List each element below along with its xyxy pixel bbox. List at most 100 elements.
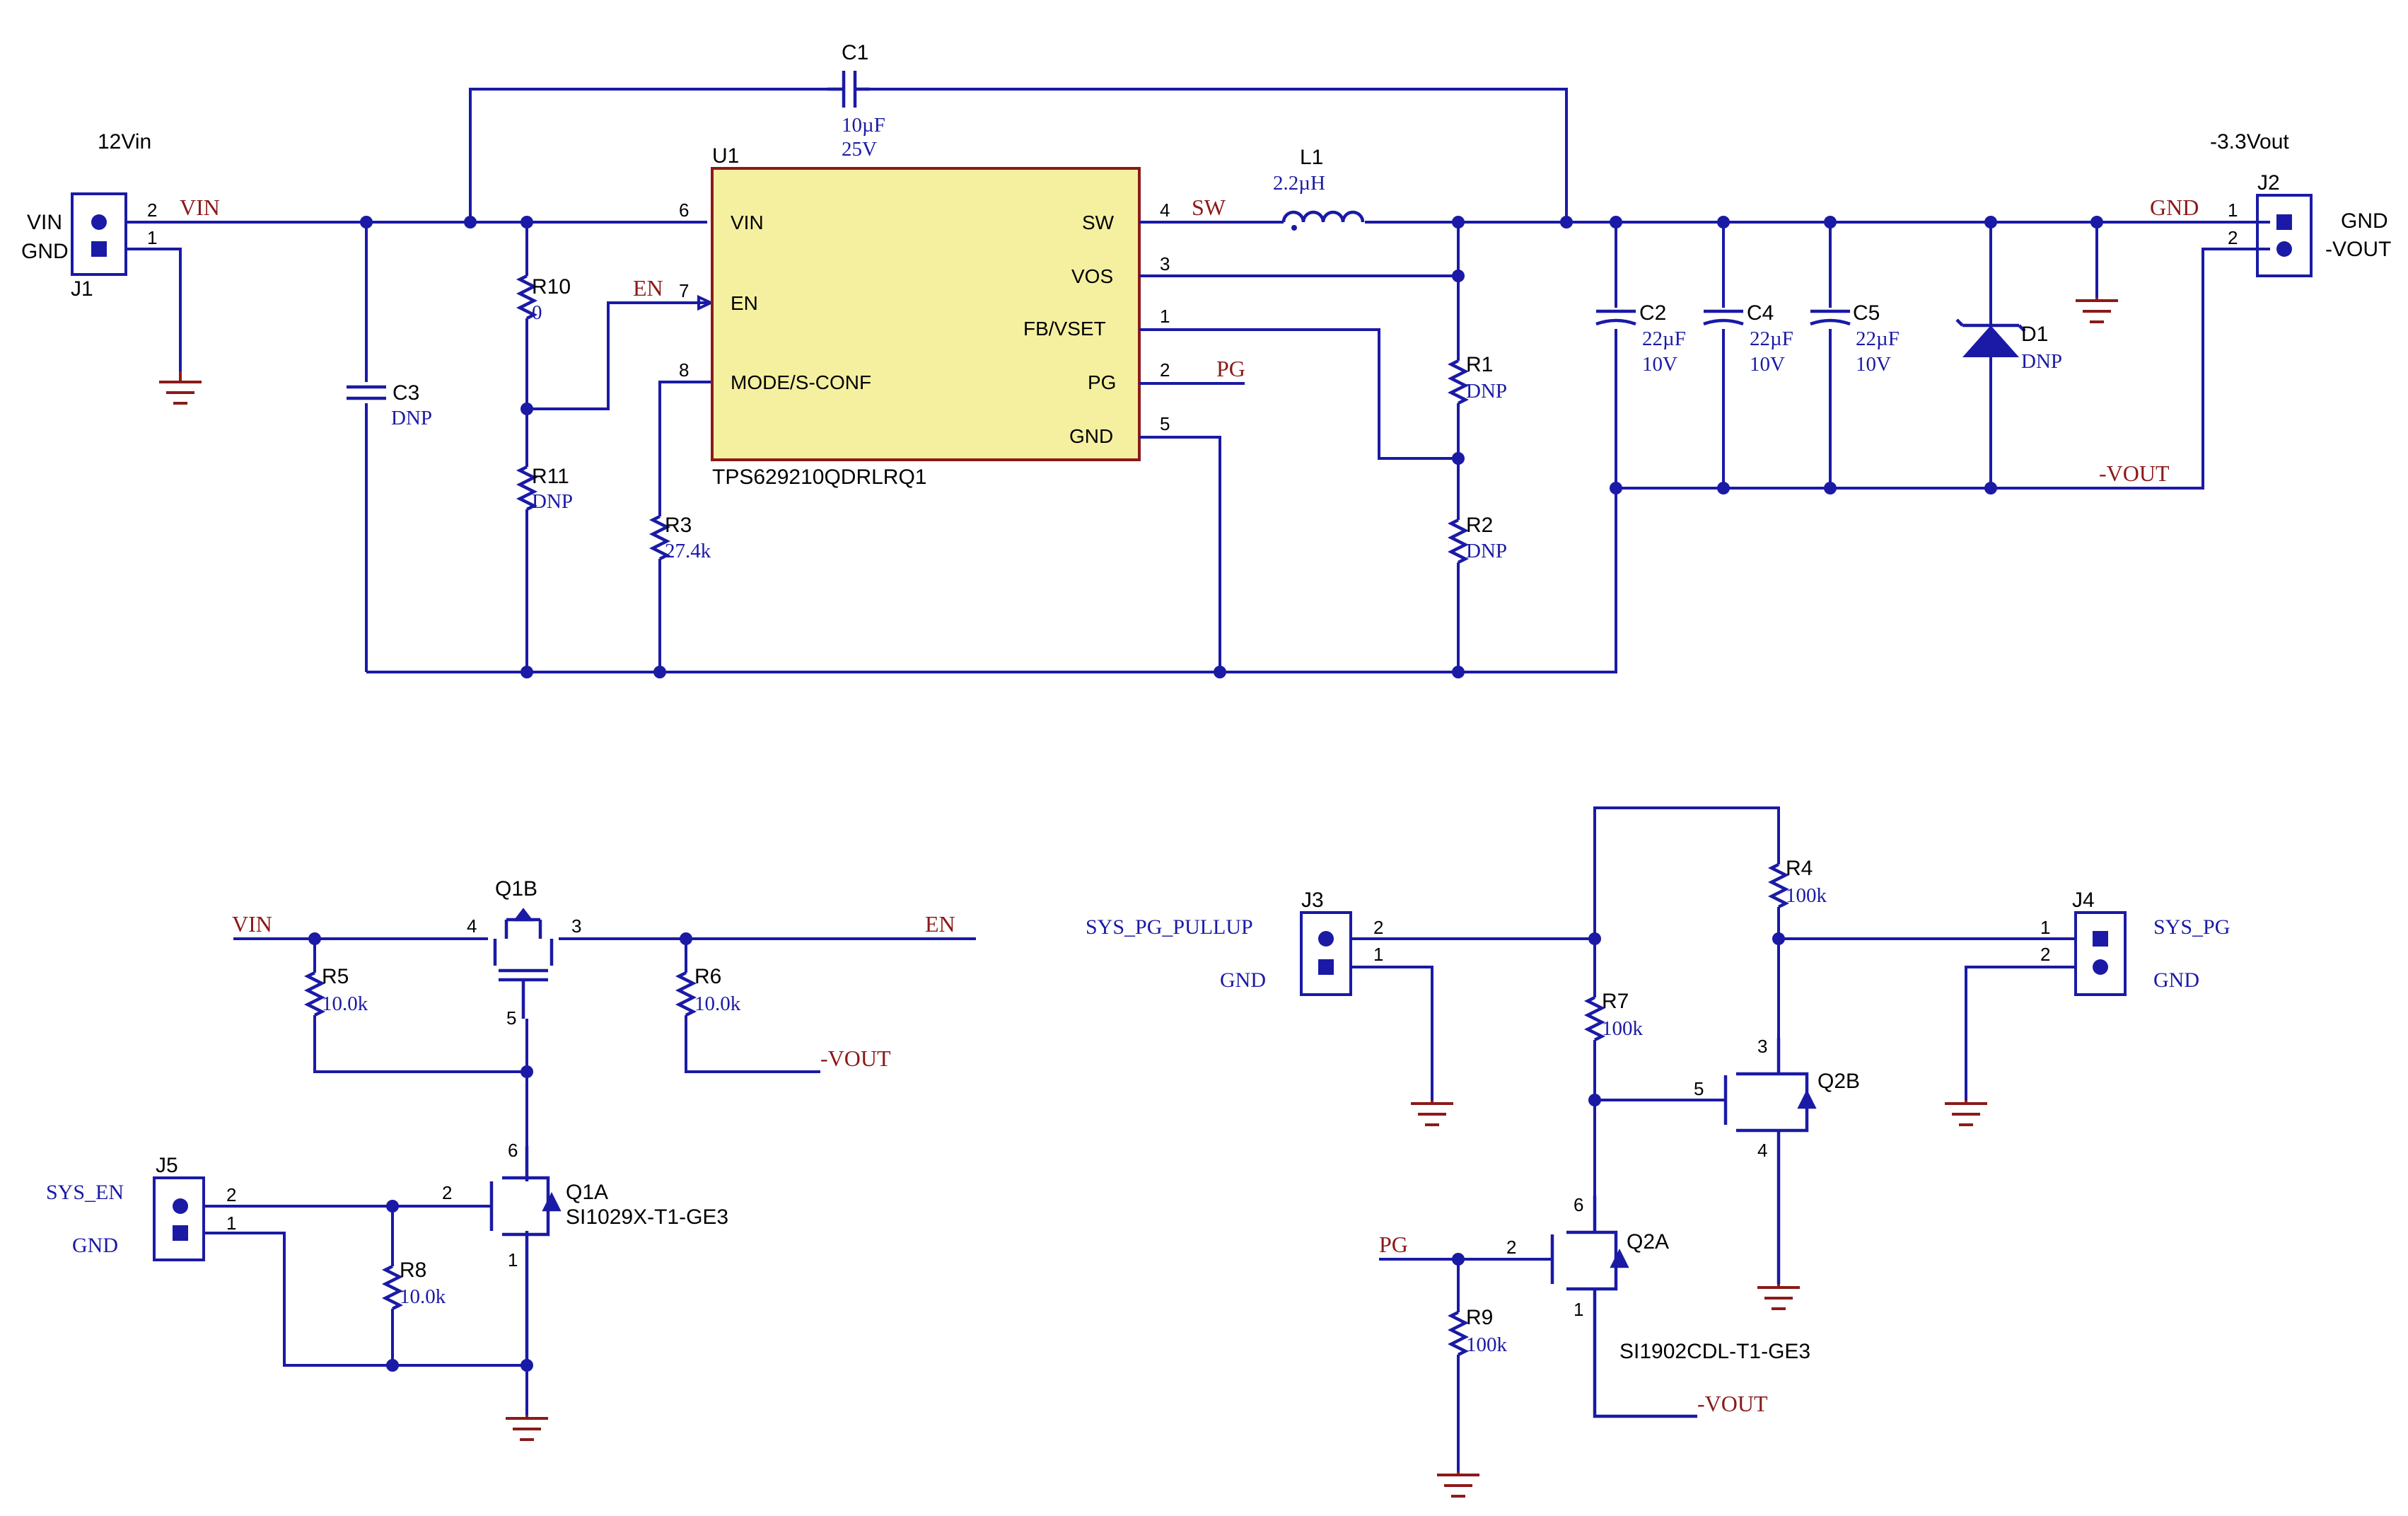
pg-net-label: PG	[1216, 356, 1245, 381]
resistor-r10[interactable]	[516, 274, 538, 320]
r5-ref: R5	[322, 965, 349, 988]
q1b-pin5: 5	[506, 1007, 516, 1029]
d1-ref: D1	[2021, 323, 2048, 346]
c1-value: 10µF	[842, 114, 885, 137]
mosfet-q2b[interactable]	[1723, 1038, 1817, 1284]
j5-gnd-label: GND	[72, 1234, 118, 1257]
mosfet-q1a[interactable]	[489, 1146, 562, 1365]
c5-value: 22µF	[1856, 328, 1900, 350]
connector-j3[interactable]: J3 SYS_PG_PULLUP GND	[1086, 889, 1352, 996]
q2a-pin2: 2	[1506, 1237, 1516, 1258]
j2-vout-label: -VOUT	[2325, 238, 2391, 261]
q1b-ref: Q1B	[495, 877, 537, 901]
resistor-r6[interactable]	[675, 971, 697, 1017]
r11-ref: R11	[532, 465, 569, 488]
j4-pin1-num: 1	[2040, 917, 2050, 938]
j2-pin2-num: 2	[2228, 227, 2238, 248]
capacitor-c5[interactable]	[1810, 309, 1851, 326]
resistor-r2[interactable]	[1447, 518, 1470, 565]
c3-value: DNP	[391, 407, 432, 429]
j3-pin1-num: 1	[1373, 944, 1383, 965]
j3-ref: J3	[1301, 889, 1324, 912]
resistor-r1[interactable]	[1447, 359, 1470, 405]
q1a-pin2: 2	[442, 1182, 452, 1203]
j4-ref: J4	[2072, 889, 2095, 912]
ic-u1-ref: U1	[712, 144, 739, 168]
resistor-r4[interactable]	[1767, 862, 1790, 909]
ic-pin-mode: MODE/S-CONF	[731, 371, 871, 393]
c1-wire	[469, 88, 1568, 222]
j4-gnd-label: GND	[2153, 968, 2199, 992]
r9-ref: R9	[1466, 1306, 1493, 1329]
ic-u1-body[interactable]	[711, 167, 1141, 461]
c5-voltage: 10V	[1856, 353, 1891, 376]
connector-j5[interactable]: J5 SYS_EN GND	[46, 1154, 205, 1261]
resistor-r3[interactable]	[648, 514, 671, 561]
j5-wires	[204, 1205, 528, 1415]
inductor-l1[interactable]	[1281, 210, 1365, 223]
l1-ref: L1	[1300, 146, 1323, 169]
q1a-part: SI1029X-T1-GE3	[566, 1205, 728, 1229]
resistor-r11[interactable]	[516, 465, 538, 511]
input-voltage-note: 12Vin	[98, 130, 151, 154]
resistor-r5[interactable]	[303, 971, 326, 1017]
c1-ref: C1	[842, 41, 868, 64]
pg-input-wires	[1379, 1258, 1552, 1471]
j5-sys-en-label: SYS_EN	[46, 1181, 124, 1204]
ic-pin-fb: FB/VSET	[1023, 318, 1106, 340]
output-voltage-note: -3.3Vout	[2210, 130, 2289, 154]
j1-vin-label: VIN	[27, 211, 62, 234]
r7-value: 100k	[1602, 1017, 1644, 1040]
ic-pin-en: EN	[731, 292, 758, 314]
r3-value: 27.4k	[665, 540, 711, 562]
en-divider-wire	[525, 222, 711, 672]
j3-pin2-num: 2	[1373, 917, 1383, 938]
j1-ref: J1	[71, 277, 93, 301]
q2a-vout-label: -VOUT	[1697, 1391, 1768, 1416]
ic-pin-vos: VOS	[1071, 265, 1113, 287]
r4-ref: R4	[1786, 857, 1813, 880]
c2-ref: C2	[1639, 301, 1666, 325]
ground-symbol	[1945, 1100, 1987, 1126]
capacitor-c2[interactable]	[1595, 309, 1636, 326]
q2b-pin3: 3	[1757, 1036, 1767, 1057]
capacitor-c3[interactable]	[347, 385, 386, 400]
capacitor-c1[interactable]	[827, 71, 870, 108]
q1a-pin1: 1	[508, 1249, 518, 1271]
out-cap-wires	[1615, 222, 1832, 488]
ground-symbol	[1411, 1100, 1453, 1126]
r7-ref: R7	[1602, 990, 1629, 1013]
r10-value: 0	[532, 301, 542, 324]
ic-pinnum-7: 7	[679, 280, 689, 301]
j5-ref: J5	[156, 1154, 178, 1177]
j4-sys-pg-label: SYS_PG	[2153, 915, 2230, 939]
mosfet-q1b[interactable]	[493, 908, 554, 1019]
c3-ref: C3	[392, 381, 419, 405]
junction-dots	[308, 216, 2103, 1372]
connector-j4[interactable]: J4 SYS_PG GND	[2072, 889, 2230, 996]
connector-j2[interactable]: J2 GND -VOUT	[2256, 171, 2391, 277]
diode-d1[interactable]	[1955, 318, 2026, 357]
ic-pin-pg: PG	[1088, 371, 1116, 393]
j1-pin1-num: 1	[147, 227, 157, 248]
j3-pullup-label: SYS_PG_PULLUP	[1086, 915, 1253, 939]
r11-value: DNP	[532, 490, 573, 513]
gnd-net-label: GND	[2150, 195, 2199, 220]
r6-value: 10.0k	[694, 993, 741, 1015]
pullup-wires	[1593, 806, 1780, 1196]
r2-ref: R2	[1466, 514, 1493, 537]
r6-ref: R6	[694, 965, 721, 988]
resistor-r8[interactable]	[381, 1264, 404, 1311]
connector-j1[interactable]: J1 VIN GND	[21, 192, 127, 301]
capacitor-c4[interactable]	[1703, 309, 1744, 326]
sw-net-label: SW	[1192, 195, 1226, 220]
r1-ref: R1	[1466, 353, 1493, 376]
c5-ref: C5	[1853, 301, 1880, 325]
ic-pinnum-8: 8	[679, 359, 689, 381]
j2-ref: J2	[2257, 171, 2280, 195]
resistor-r7[interactable]	[1583, 995, 1606, 1042]
resistor-r9[interactable]	[1447, 1310, 1470, 1357]
ground-symbol	[1757, 1284, 1800, 1310]
ic-pin-vin: VIN	[731, 212, 764, 233]
